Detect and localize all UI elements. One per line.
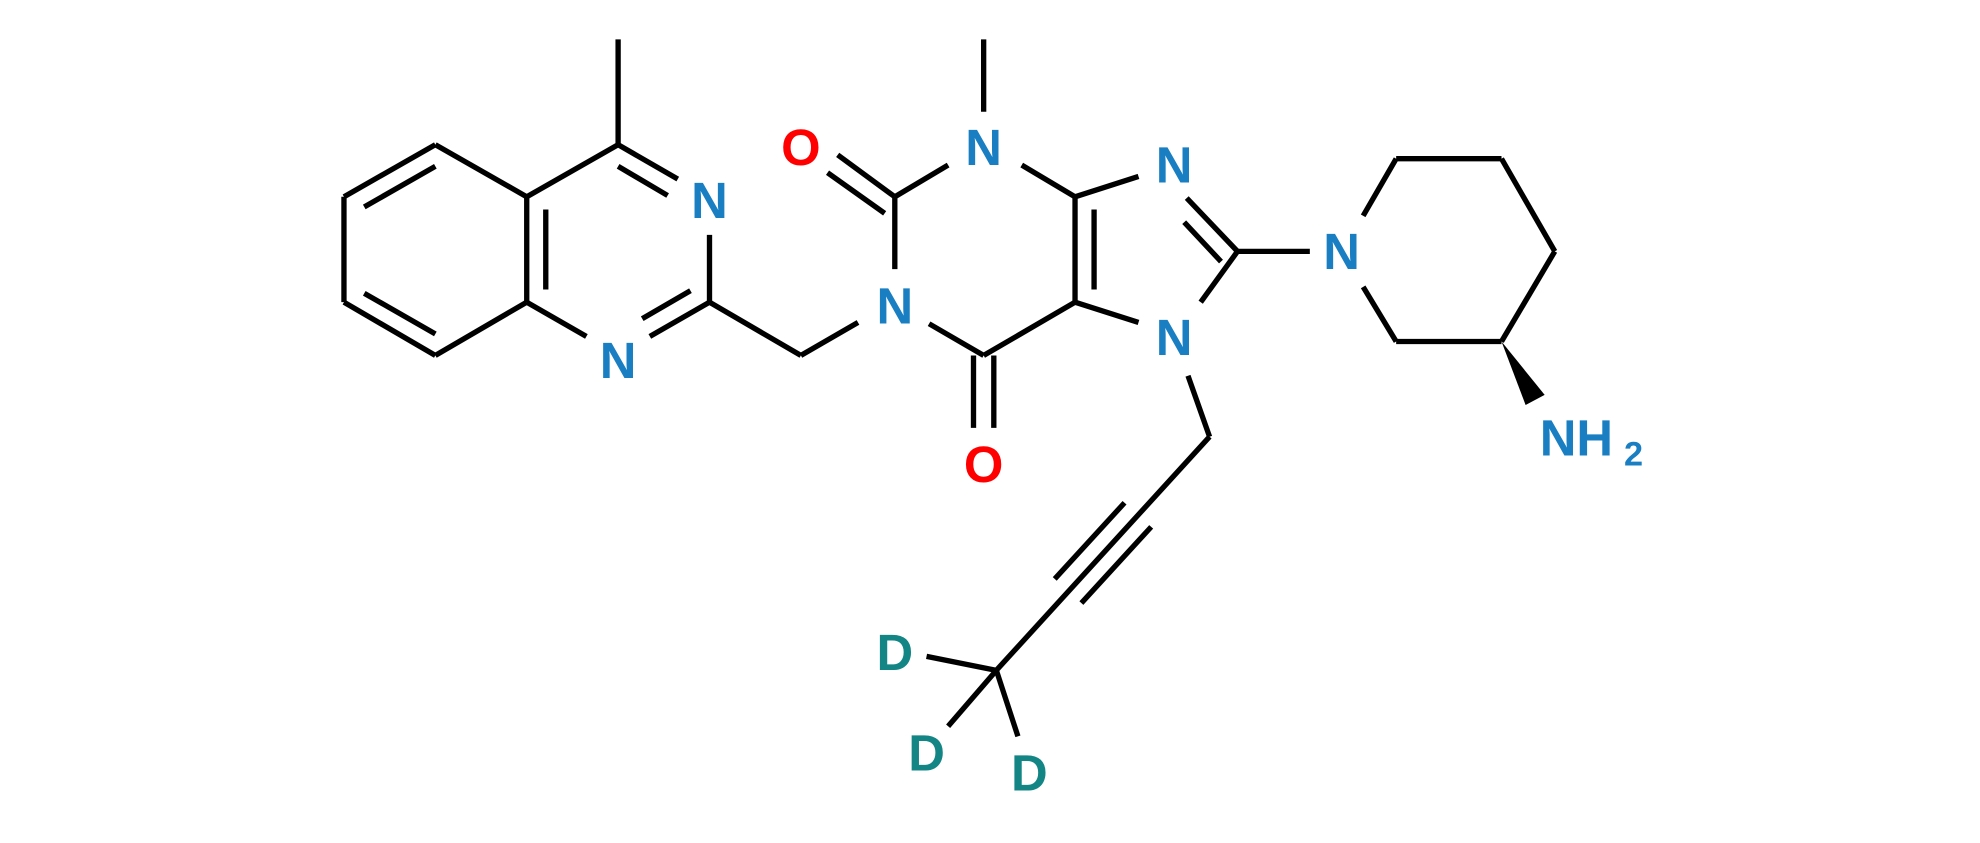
bonds <box>341 39 1558 738</box>
stereo-wedge-bond <box>1501 341 1545 405</box>
atom-labels: N N O N N O N N N NH 2 D D D <box>600 119 1643 802</box>
atom-amine-nh: NH <box>1540 410 1613 467</box>
atom-deuterium-2: D <box>908 724 945 781</box>
atom-n-imidazole-7: N <box>1156 309 1193 366</box>
atom-n-methyl: N <box>965 119 1002 176</box>
atom-amine-subscript: 2 <box>1624 436 1643 474</box>
atom-o-carbonyl-bottom: O <box>964 436 1003 493</box>
atom-deuterium-3: D <box>1011 745 1048 802</box>
atom-n-quinazoline-3: N <box>691 172 728 229</box>
atom-o-carbonyl-top: O <box>781 119 820 176</box>
atom-n-quinazoline-1: N <box>600 332 637 389</box>
atom-deuterium-1: D <box>876 624 913 681</box>
atom-n-piperidine: N <box>1323 223 1360 280</box>
atom-n-xanthine-1: N <box>876 277 913 334</box>
atom-n-imidazole-9: N <box>1156 137 1193 194</box>
